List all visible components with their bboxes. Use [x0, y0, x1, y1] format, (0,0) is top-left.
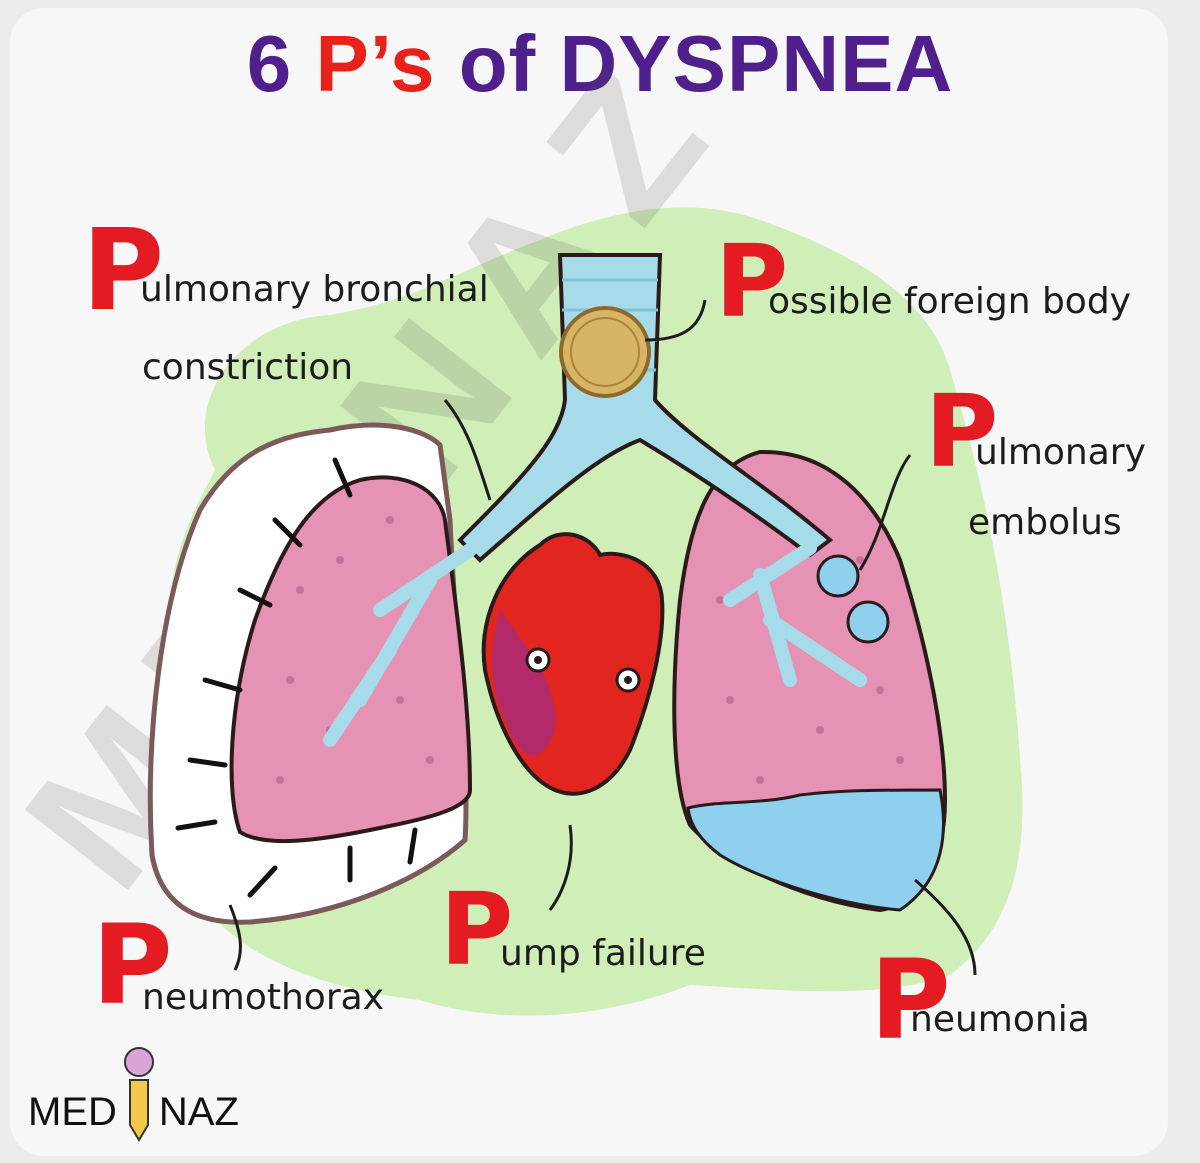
cause-p-6: P — [870, 936, 951, 1064]
cause-text-5: ump failure — [500, 933, 706, 974]
title-p: P’s — [315, 19, 436, 108]
embolus-icon-2 — [846, 600, 890, 644]
cause-text-6: neumonia — [910, 999, 1090, 1040]
leader-lines — [228, 299, 977, 976]
cause-p-2: P — [715, 223, 789, 340]
title-number: 6 — [246, 19, 293, 108]
cause-text-2: ossible foreign body — [768, 281, 1131, 322]
right-bronchi — [723, 541, 867, 687]
cause-p-1: P — [82, 206, 165, 336]
cause-p-4: P — [92, 901, 173, 1029]
heart-shadow — [492, 610, 556, 756]
cause-text-3b: embolus — [968, 502, 1122, 543]
cause-text-1: ulmonary bronchial — [140, 269, 489, 310]
brand-right: NAZ — [158, 1090, 239, 1134]
cause-text-4: neumothorax — [142, 977, 384, 1018]
cause-text-1b: constriction — [142, 347, 354, 388]
cause-text-3: ulmonary — [975, 432, 1146, 473]
cause-p-5: P — [440, 871, 514, 988]
embolus-icon-1 — [816, 554, 860, 598]
brand-logo: MED NAZ — [28, 1092, 239, 1132]
page-title: 6 P’s of DYSPNEA — [0, 18, 1200, 110]
title-rest: of DYSPNEA — [458, 19, 954, 108]
trachea — [457, 253, 834, 563]
pressure-arrows — [175, 457, 418, 898]
brand-left: MED — [28, 1090, 117, 1134]
left-bronchi — [323, 543, 477, 747]
cause-p-3: P — [925, 373, 999, 490]
pneumonia-fluid — [686, 788, 945, 912]
coin-icon — [559, 306, 651, 398]
left-lung — [229, 475, 473, 844]
pencil-icon — [124, 1047, 154, 1142]
